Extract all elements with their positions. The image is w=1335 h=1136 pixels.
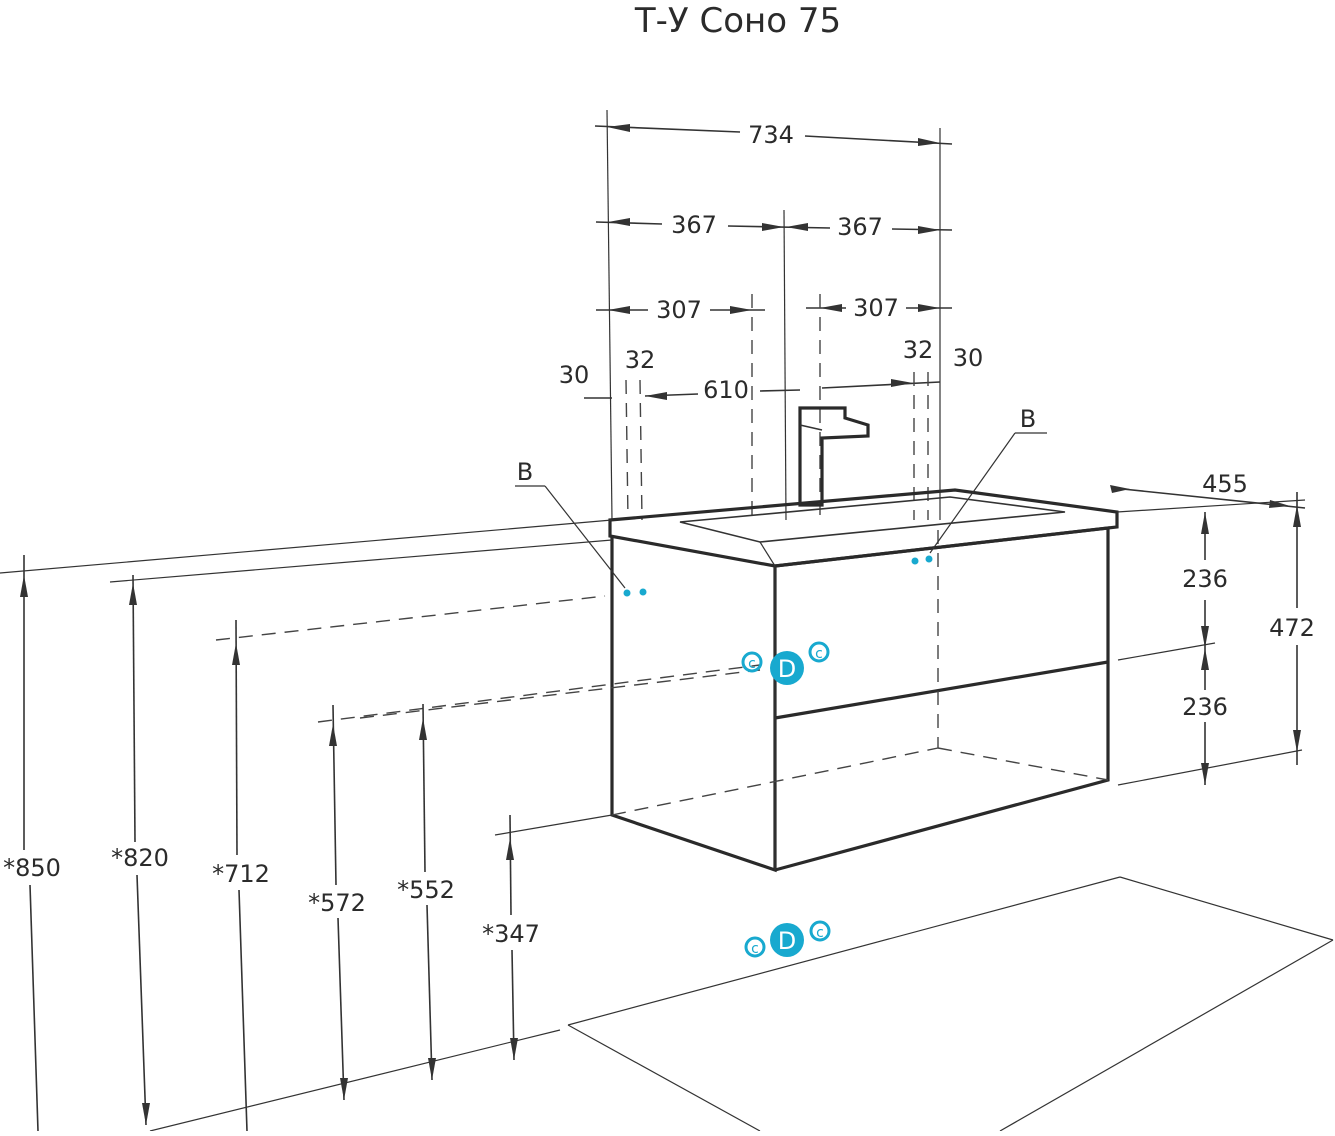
dim-32-right: 32 <box>903 336 934 364</box>
connection-cd-lower: c D c <box>744 920 831 958</box>
c-label-lower-left: c <box>751 941 759 957</box>
d-label-lower: D <box>778 927 796 955</box>
dim-610: 610 <box>703 376 749 404</box>
d-label-upper: D <box>778 655 796 683</box>
dim-734: 734 <box>748 121 794 149</box>
dim-32-left: 32 <box>625 346 656 374</box>
height-dimension-arrows <box>20 555 518 1132</box>
dim-236-top: 236 <box>1182 565 1228 593</box>
basin-top <box>608 488 1119 568</box>
dim-367-left: 367 <box>671 211 717 239</box>
width-dimension-lines <box>584 109 953 521</box>
dim-472: 472 <box>1269 614 1315 642</box>
dim-347: *347 <box>482 920 540 948</box>
connection-cd-upper: c D c <box>741 641 830 685</box>
height-reference-lines <box>0 519 1334 1132</box>
faucet <box>798 406 870 507</box>
cabinet-body <box>610 526 1110 873</box>
label-b-left: B <box>517 458 533 486</box>
dim-455: 455 <box>1202 470 1248 498</box>
label-b-right: B <box>1020 405 1036 433</box>
dim-572: *572 <box>308 889 366 917</box>
dim-367-right: 367 <box>837 213 883 241</box>
dim-307-left: 307 <box>656 296 702 324</box>
c-label-lower-right: c <box>816 925 824 941</box>
dim-307-right: 307 <box>853 294 899 322</box>
marker-b-right <box>911 432 1047 565</box>
dim-712: *712 <box>212 860 270 888</box>
diagram-title: Т-У Соно 75 <box>634 1 841 41</box>
c-label-upper-left: c <box>748 656 756 672</box>
right-dimension-lines <box>1110 485 1306 786</box>
marker-b-left <box>515 485 647 597</box>
dim-236-bottom: 236 <box>1182 693 1228 721</box>
dim-552: *552 <box>397 876 455 904</box>
c-label-upper-right: c <box>815 646 823 662</box>
dim-850: *850 <box>3 854 61 882</box>
dim-30-right: 30 <box>953 344 984 372</box>
dim-30-left: 30 <box>559 361 590 389</box>
dim-820: *820 <box>111 844 169 872</box>
